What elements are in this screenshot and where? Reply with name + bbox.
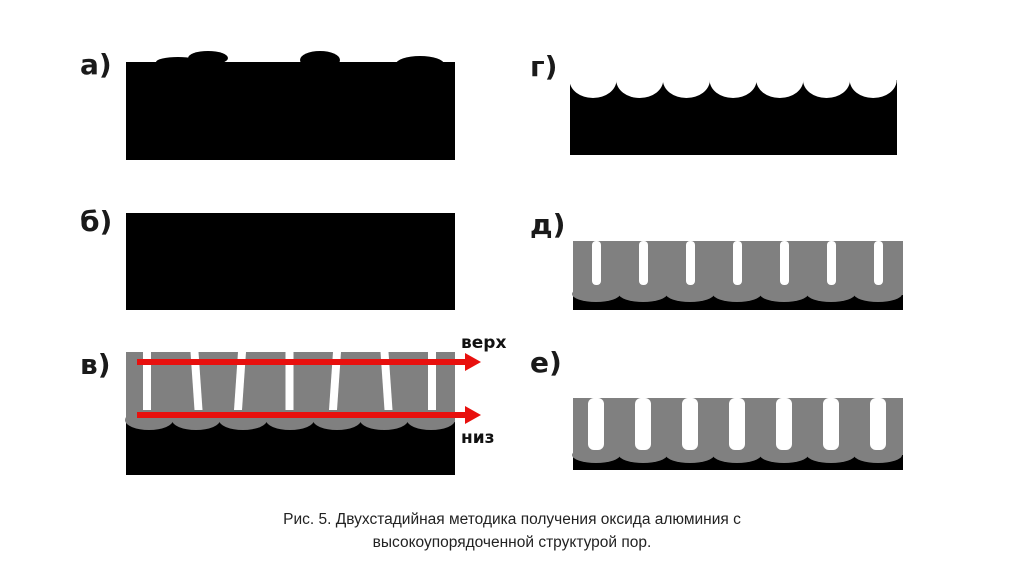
panel-d-oxide [572,241,903,310]
pore [686,241,695,285]
scallop [807,286,855,302]
scallop [803,62,850,98]
arrow-label-top: верх [461,333,507,353]
panel-label-c: в) [80,348,111,381]
pore [380,352,393,410]
scallop [713,447,761,463]
scallop [760,286,808,302]
pore [190,352,203,410]
pore [635,398,651,450]
scallop [616,62,664,98]
figure-caption: Рис. 5. Двухстадийная методика получения… [0,508,1024,554]
panel-c-oxide [125,352,455,475]
scallop [662,62,710,98]
pore [143,352,151,410]
scallop [572,447,620,463]
pore [682,398,698,450]
arrow-bottom [137,406,481,424]
scallop [619,447,667,463]
caption-line-1: Рис. 5. Двухстадийная методика получения… [283,511,741,528]
scallop [713,286,761,302]
pore [823,398,839,450]
pore [874,241,883,285]
panel-label-b: б) [80,205,113,238]
pore [870,398,886,450]
scallop [572,286,620,302]
scallop [849,62,897,98]
pore [729,398,745,450]
arrow-label-bottom: низ [461,428,495,448]
arrow-top [137,353,481,371]
panel-label-a: а) [80,48,112,81]
pore [776,398,792,450]
pore [733,241,742,285]
scallop [709,62,757,98]
pore [639,241,648,285]
pore [234,352,246,410]
scallop [756,62,804,98]
pore [780,241,789,285]
scallop [619,286,667,302]
scallop [760,447,808,463]
panel-g-textured-aluminum [569,62,897,155]
scallop [569,62,617,98]
pore [329,352,341,410]
panel-a-aluminum [126,51,455,160]
panel-label-e: е) [530,346,562,379]
pore [588,398,604,450]
pore [827,241,836,285]
scallop [666,286,714,302]
scallop [666,447,714,463]
panel-e-oxide [572,398,903,470]
pore [285,352,294,410]
scallop [854,286,902,302]
panel-label-g: г) [530,50,558,83]
scallop [807,447,855,463]
panel-b-aluminum [126,213,455,310]
panel-label-d: д) [530,208,566,241]
caption-line-2: высокоупорядоченной структурой пор. [372,534,652,551]
scallop [854,447,902,463]
pore [592,241,601,285]
pore [428,352,436,410]
